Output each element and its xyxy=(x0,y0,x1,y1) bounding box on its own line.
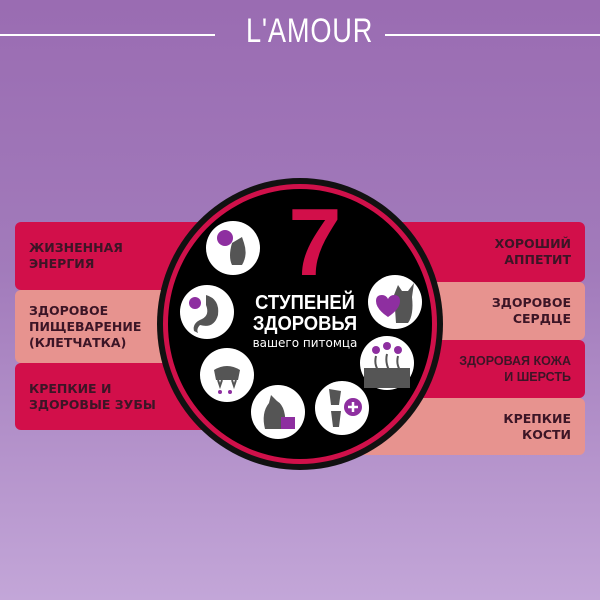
benefit-label: ЖИЗНЕННАЯ ЭНЕРГИЯ xyxy=(29,240,123,271)
benefit-label: ХОРОШИЙ АППЕТИТ xyxy=(494,236,571,267)
skin-fur-icon xyxy=(360,336,414,390)
divider-left xyxy=(0,34,215,36)
divider-right xyxy=(385,34,600,36)
cat-with-ball-icon xyxy=(206,221,260,275)
benefit-label: ЗДОРОВОЕ ПИЩЕВАРЕНИЕ (КЛЕТЧАТКА) xyxy=(29,302,142,350)
benefit-label: ЗДОРОВОЕ СЕРДЦЕ xyxy=(491,295,571,326)
title-line1: СТУПЕНЕЙ xyxy=(255,292,355,314)
benefit-label: КРЕПКИЕ КОСТИ xyxy=(503,410,571,442)
cat-with-scale-icon xyxy=(251,385,305,439)
benefit-label: ЗДОРОВАЯ КОЖА И ШЕРСТЬ xyxy=(459,354,571,384)
title-line3: вашего питомца xyxy=(252,336,358,350)
stomach-check-icon xyxy=(180,285,234,339)
cat-heart-icon xyxy=(368,275,422,329)
title-line2: ЗДОРОВЬЯ xyxy=(252,313,358,335)
brand-logo: L'AMOUR xyxy=(246,12,374,50)
steps-number: 7 xyxy=(288,189,342,296)
bone-joint-icon xyxy=(315,381,369,435)
benefit-label: КРЕПКИЕ И ЗДОРОВЫЕ ЗУБЫ xyxy=(29,380,156,412)
cat-teeth-icon xyxy=(200,348,254,402)
